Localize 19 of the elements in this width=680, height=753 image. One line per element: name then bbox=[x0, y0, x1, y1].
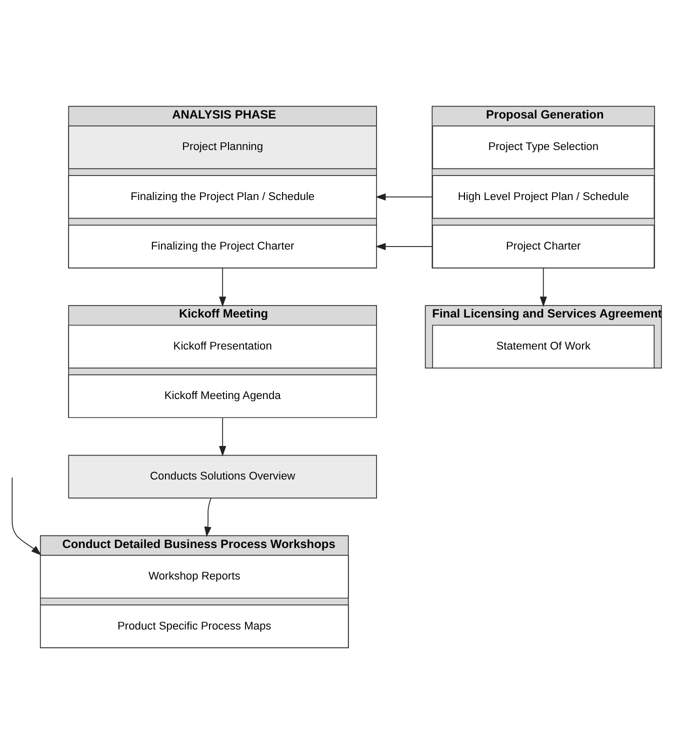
node-box: Conducts Solutions Overview bbox=[68, 454, 377, 498]
node-box: Finalizing the Project Plan / Schedule bbox=[68, 174, 377, 218]
node-box: Workshop Reports bbox=[40, 554, 349, 598]
arrow bbox=[375, 192, 433, 200]
arrow bbox=[204, 497, 212, 536]
node-box: Finalizing the Project Charter bbox=[68, 224, 377, 268]
node-box: Statement Of Work bbox=[432, 324, 655, 368]
node-box: Project Charter bbox=[432, 224, 655, 268]
node-box: Project Type Selection bbox=[432, 125, 655, 169]
arrow bbox=[219, 416, 226, 456]
node-box: Kickoff Presentation bbox=[68, 324, 377, 368]
arrow bbox=[219, 267, 226, 306]
arrow bbox=[12, 476, 42, 555]
node-box: Project Planning bbox=[68, 125, 377, 169]
arrow bbox=[375, 242, 433, 250]
arrow bbox=[540, 267, 547, 306]
node-box: High Level Project Plan / Schedule bbox=[432, 174, 655, 218]
node-box: Product Specific Process Maps bbox=[40, 604, 349, 648]
node-box: Kickoff Meeting Agenda bbox=[68, 374, 377, 418]
